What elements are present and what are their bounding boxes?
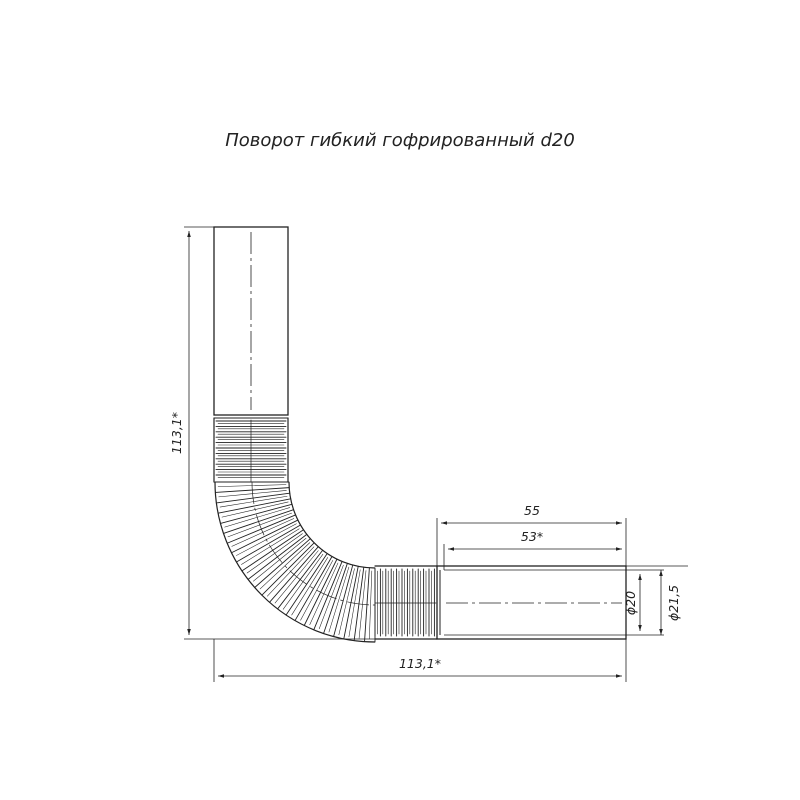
socket-length-label: 55 [524,503,540,518]
dimension-socket-length: 55 [436,503,627,566]
horizontal-socket [436,565,627,640]
vertical-socket [213,226,289,419]
inner-length-label: 53* [521,529,543,544]
dimension-height: 113,1* [169,226,437,640]
dimension-inner-length: 53* [443,529,622,570]
corrugated-bend [213,417,438,643]
dimension-width: 113,1* [213,639,627,682]
dimension-outer-diameter: ϕ21,5 [626,565,688,635]
outer-diameter-label: ϕ21,5 [666,585,681,621]
inner-diameter-label: ϕ20 [623,591,638,615]
height-total-label: 113,1* [169,412,184,454]
dimension-inner-diameter: ϕ20 [623,569,664,636]
width-total-label: 113,1* [399,656,441,671]
drawing-title: Поворот гибкий гофрированный d20 [225,130,575,151]
